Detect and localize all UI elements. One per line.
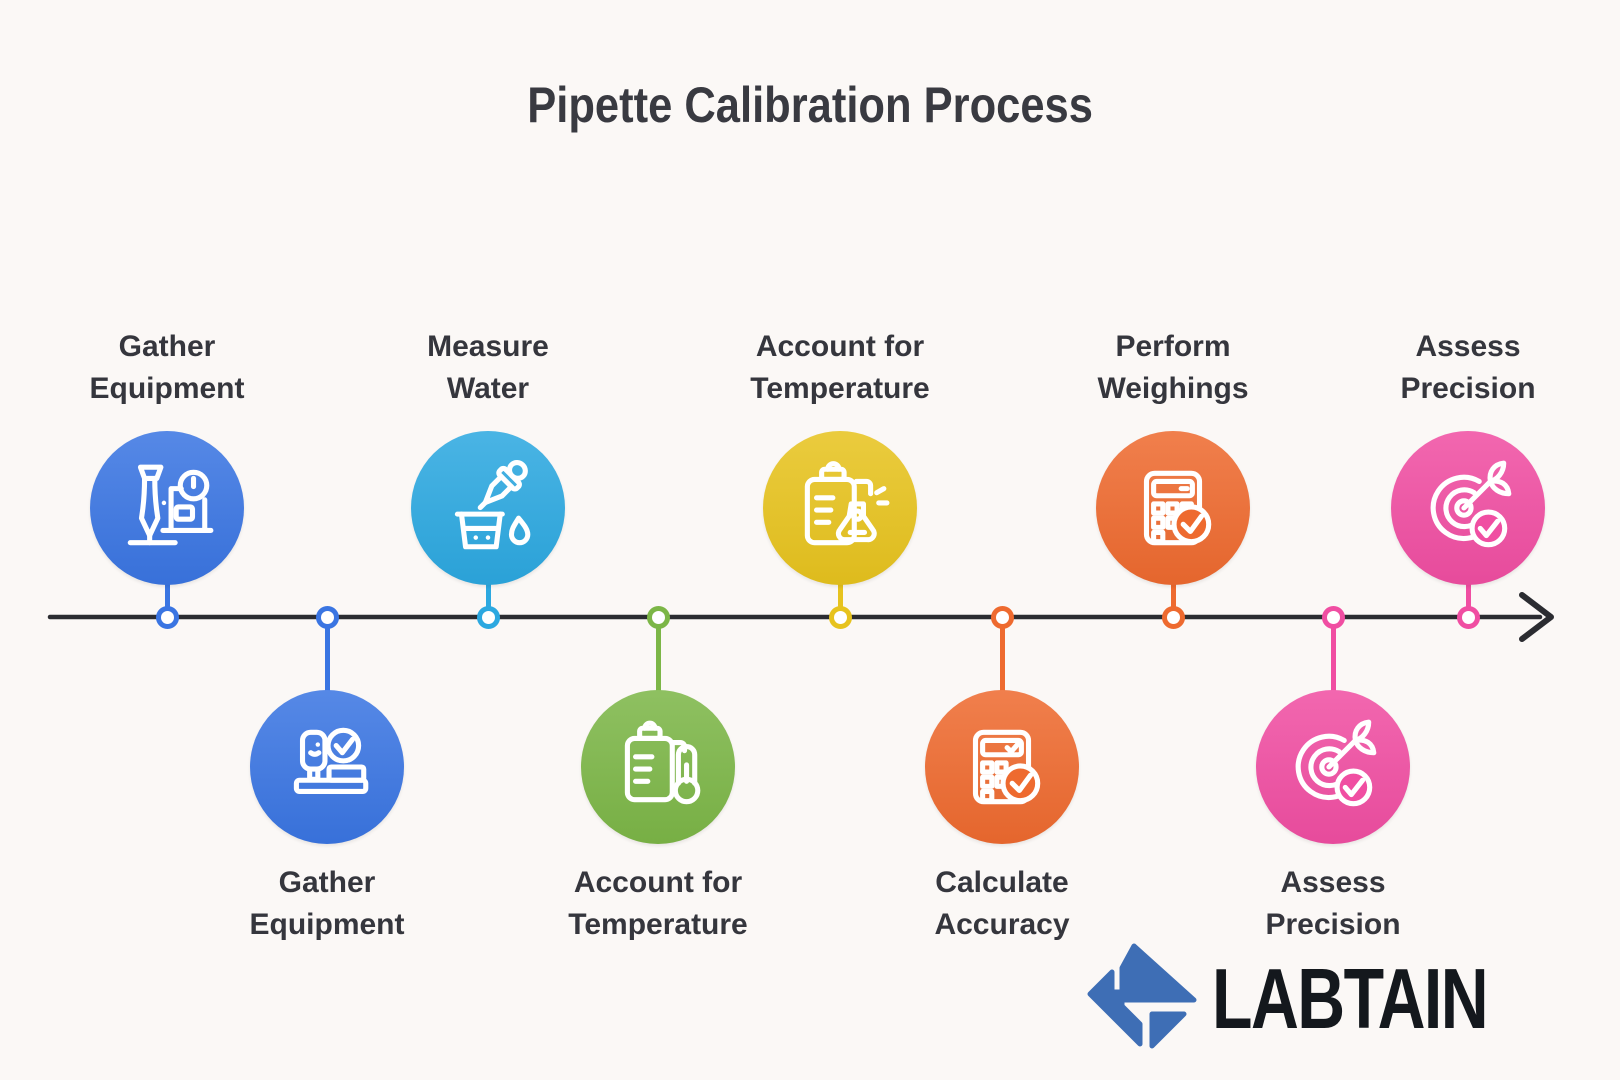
step-connector [655, 617, 661, 698]
labtain-mark-icon [1087, 943, 1197, 1049]
diagram-title: Pipette Calibration Process [527, 77, 1093, 133]
step-dot [155, 605, 179, 629]
dropper-beaker-icon [454, 459, 531, 550]
target-check-icon [1295, 719, 1377, 807]
step-connector [324, 617, 330, 698]
step-connector [999, 617, 1005, 698]
clipboard-flask-icon [804, 461, 890, 546]
step-connector [1465, 577, 1471, 617]
step-label: Assess Precision [1400, 330, 1536, 405]
step-circle [763, 431, 917, 585]
step-dot [990, 605, 1014, 629]
page-title: Pipette Calibration Process [0, 76, 1620, 134]
calculator-check-icon [1143, 470, 1212, 546]
brand-logo: LABTAIN [1082, 938, 1565, 1062]
step-circle [925, 690, 1079, 844]
step-connector [1170, 577, 1176, 617]
brand-name: LABTAIN [1212, 952, 1489, 1047]
clipboard-thermometer-icon [624, 720, 701, 805]
step-circle [581, 690, 735, 844]
step-circle [1256, 690, 1410, 844]
timeline-arrowhead-icon [1519, 592, 1554, 642]
step-circle [250, 690, 404, 844]
step-label: Gather Equipment [89, 330, 245, 405]
step-circle [411, 431, 565, 585]
step-dot [476, 605, 500, 629]
step-dot [315, 605, 339, 629]
step-connector [1330, 617, 1336, 698]
step-label: Perform Weighings [1097, 330, 1249, 405]
step-label: Measure Water [427, 330, 549, 405]
step-label: Gather Equipment [249, 866, 405, 941]
calculator-display-check-icon [972, 729, 1041, 805]
step-connector [485, 577, 491, 617]
bottle-check-icon [293, 727, 369, 795]
step-label: Calculate Accuracy [934, 866, 1070, 941]
step-dot [1321, 605, 1345, 629]
step-connector [164, 577, 170, 617]
target-check-icon [1430, 460, 1512, 548]
step-circle [1096, 431, 1250, 585]
step-dot [828, 605, 852, 629]
step-circle [90, 431, 244, 585]
step-label: Account for Temperature [750, 330, 930, 405]
step-dot [646, 605, 670, 629]
step-circle [1391, 431, 1545, 585]
step-dot [1456, 605, 1480, 629]
step-connector [837, 577, 843, 617]
step-dot [1161, 605, 1185, 629]
step-label: Account for Temperature [568, 866, 748, 941]
pipette-scale-icon [127, 464, 214, 546]
step-label: Assess Precision [1265, 866, 1401, 941]
